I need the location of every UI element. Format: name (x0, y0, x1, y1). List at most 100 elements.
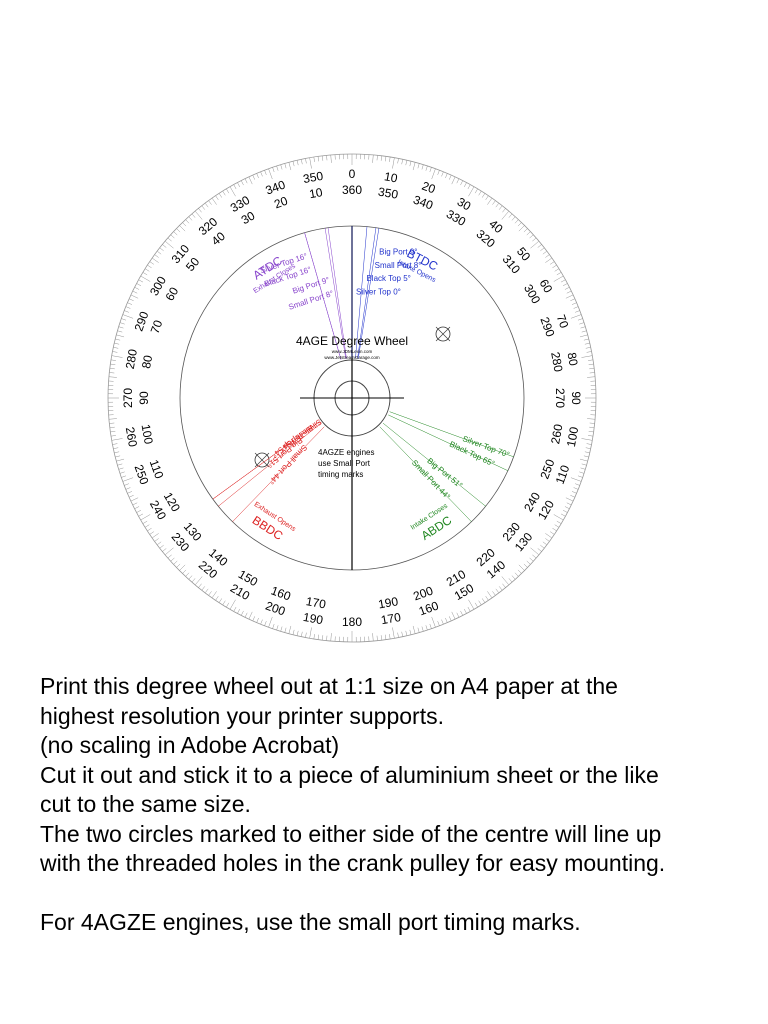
degree-tick (322, 635, 324, 641)
degree-tick (109, 368, 115, 370)
degree-tick (305, 632, 307, 638)
degree-tick (429, 167, 432, 173)
degree-tick (588, 435, 594, 437)
degree-tick (589, 368, 595, 370)
degree-label: 250 (537, 457, 557, 481)
degree-tick (554, 524, 560, 528)
degree-tick (553, 275, 564, 282)
degree-tick (580, 326, 586, 329)
timing-mark-line (389, 411, 514, 458)
degree-tick (532, 554, 537, 559)
degree-tick (176, 228, 181, 233)
timing-mark-line (382, 422, 486, 507)
instruction-line: The two circles marked to either side of… (40, 820, 662, 847)
degree-tick (482, 193, 486, 198)
degree-tick (326, 635, 328, 641)
degree-tick (445, 617, 448, 623)
timing-mark-line (327, 227, 347, 359)
degree-tick (134, 287, 140, 290)
degree-tick (112, 351, 118, 353)
degree-tick (191, 578, 196, 583)
degree-tick (244, 178, 248, 184)
degree-tick (330, 633, 332, 642)
degree-tick (460, 610, 463, 616)
degree-tick (159, 247, 164, 252)
degree-tick (152, 533, 159, 539)
degree-tick (121, 475, 127, 478)
degree-tick (372, 154, 374, 163)
degree-tick (248, 611, 253, 620)
degree-tick (215, 195, 219, 200)
degree-tick (215, 596, 219, 601)
degree-tick (545, 533, 552, 539)
degree-tick (317, 156, 319, 162)
degree-tick (449, 616, 452, 621)
degree-tick (397, 158, 399, 164)
degree-tick (211, 198, 217, 205)
degree-tick (530, 547, 540, 555)
degree-tick (124, 483, 129, 486)
degree-tick (530, 241, 540, 249)
degree-tick (127, 491, 133, 494)
degree-tick (170, 234, 175, 239)
degree-tick (317, 634, 319, 640)
degree-tick (201, 205, 206, 210)
degree-tick (195, 210, 203, 220)
degree-label: 260 (548, 423, 565, 445)
degree-tick (498, 205, 503, 210)
timing-mark-label: Black Top 5° (366, 274, 410, 283)
degree-tick (152, 257, 159, 263)
degree-tick (118, 326, 124, 329)
degree-tick (425, 625, 428, 631)
degree-tick (109, 426, 115, 428)
degree-tick (550, 531, 555, 535)
instruction-line: cut to the same size. (40, 791, 251, 817)
degree-tick (144, 268, 150, 272)
degree-tick (478, 600, 482, 606)
degree-tick (545, 538, 550, 542)
degree-tick (118, 467, 124, 470)
degree-label: 170 (305, 594, 327, 611)
degree-tick (127, 302, 133, 305)
degree-tick (579, 334, 588, 338)
instruction-line: highest resolution your printer supports… (40, 702, 444, 729)
degree-tick (132, 502, 138, 506)
degree-tick (222, 190, 226, 196)
degree-tick (583, 455, 589, 458)
degree-tick (449, 175, 452, 180)
timing-mark-line (218, 422, 322, 507)
timing-mark-line (212, 421, 320, 500)
degree-tick (562, 283, 568, 286)
degree-tick (164, 547, 174, 555)
degree-label: 340 (411, 193, 435, 213)
degree-tick (437, 170, 440, 175)
degree-tick (564, 287, 570, 290)
degree-tick (571, 302, 577, 305)
degree-tick (566, 290, 572, 294)
degree-tick (495, 203, 500, 208)
timing-mark-label: Silver Top 0° (356, 288, 401, 297)
degree-label: 30 (455, 195, 474, 214)
degree-tick (565, 497, 574, 502)
degree-tick (109, 372, 115, 374)
degree-tick (464, 608, 467, 614)
degree-label: 90 (569, 391, 583, 405)
degree-tick (149, 261, 154, 265)
degree-tick (537, 244, 542, 248)
degree-tick (248, 176, 253, 185)
degree-tick (162, 244, 167, 248)
degree-tick (586, 443, 592, 445)
degree-tick (167, 554, 172, 559)
degree-tick (208, 200, 212, 205)
degree-tick (376, 635, 378, 641)
wheel-outer-circle (107, 153, 597, 643)
degree-tick (429, 623, 432, 629)
degree-tick (495, 588, 500, 593)
degree-tick (589, 422, 595, 424)
degree-tick (147, 528, 152, 532)
degree-tick (492, 591, 496, 596)
degree-label: 80 (139, 354, 155, 370)
degree-label: 180 (342, 615, 362, 629)
url-line-1: www.JDMLexin.com (332, 349, 373, 354)
